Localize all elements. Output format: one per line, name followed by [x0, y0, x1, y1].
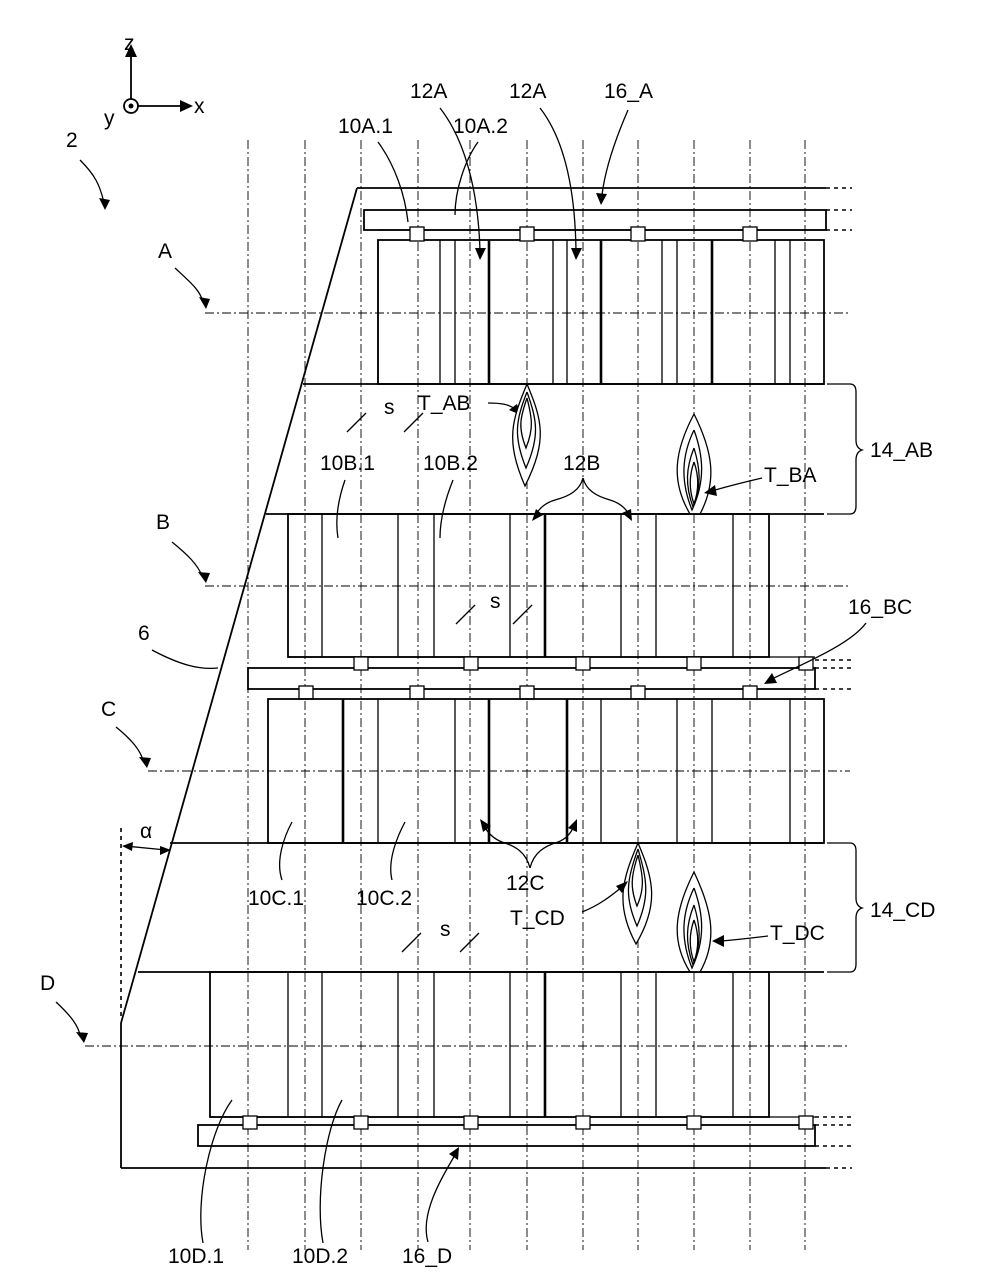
tier-A-label: A [158, 240, 172, 263]
label-TBA: T_BA [764, 464, 817, 487]
axis-x-label: x [194, 95, 205, 118]
label-10D1: 10D.1 [168, 1245, 224, 1268]
tier-center-lines [85, 313, 850, 1046]
label-10C2: 10C.2 [356, 887, 412, 910]
wall-6-label: 6 [138, 622, 150, 645]
support-bar-16D [198, 1125, 815, 1146]
wall-6: 6 [121, 188, 826, 1168]
clip-BC-bot-3 [520, 686, 534, 699]
clip-D1 [243, 1116, 257, 1129]
clip-D4 [576, 1116, 590, 1129]
angle-alpha-label: α [140, 820, 152, 843]
flame-TCD [623, 843, 652, 944]
clip-BC-bot-1 [299, 686, 313, 699]
clip-D6 [799, 1116, 813, 1129]
clip-D2 [354, 1116, 368, 1129]
clip-BC-bot-2 [410, 686, 424, 699]
tier-A-block [364, 210, 826, 384]
angle-alpha: α [121, 820, 171, 1020]
reference-numeral-2: 2 [66, 129, 110, 210]
label-10C1: 10C.1 [248, 887, 304, 910]
tier-B-modules [288, 514, 769, 657]
axis-y-label: y [104, 107, 115, 130]
label-14AB: 14_AB [870, 439, 933, 462]
label-12A-second: 12A [509, 80, 546, 103]
clip-BC-top-1 [354, 657, 368, 670]
clip-A4 [743, 227, 757, 241]
label-12A-first: 12A [410, 80, 447, 103]
spacing-s-CD: s [440, 918, 451, 941]
tier-B-block: s 10B.1 10B.2 12B [288, 452, 815, 657]
label-TAB: T_AB [418, 392, 471, 415]
label-10D2: 10D.2 [292, 1245, 348, 1268]
clip-BC-top-5 [799, 657, 813, 670]
label-10A2: 10A.2 [453, 115, 508, 138]
spacing-s-B: s [490, 590, 501, 613]
label-14CD: 14_CD [870, 899, 935, 922]
label-10B1: 10B.1 [320, 452, 375, 475]
tier-A-labels: 10A.1 10A.2 12A 12A 16_A [338, 80, 653, 260]
spacing-s-AB: s [384, 396, 395, 419]
clip-D3 [464, 1116, 478, 1129]
label-12C: 12C [506, 872, 545, 895]
clip-BC-bot-4 [631, 686, 645, 699]
clip-BC-bot-5 [743, 686, 757, 699]
tier-C-block: 10C.1 10C.2 12C [248, 699, 824, 910]
label-TCD: T_CD [510, 907, 565, 930]
support-bar-16BC: 16_BC [248, 596, 912, 699]
label-12B: 12B [563, 452, 600, 475]
clip-BC-top-2 [464, 657, 478, 670]
clip-A3 [631, 227, 645, 241]
tier-D-label: D [40, 972, 55, 995]
label-TDC: T_DC [770, 922, 825, 945]
tier-labels: A B C D [40, 240, 210, 1043]
clip-A1 [410, 227, 424, 241]
clip-BC-top-4 [687, 657, 701, 670]
clip-BC-top-3 [576, 657, 590, 670]
ref-2-label: 2 [66, 129, 78, 152]
label-16BC: 16_BC [848, 596, 912, 619]
tier-D-modules [210, 972, 769, 1117]
flame-TAB [513, 384, 541, 486]
label-10A1: 10A.1 [338, 115, 393, 138]
label-16A: 16_A [604, 80, 653, 103]
label-10B2: 10B.2 [423, 452, 478, 475]
zone-14AB: 14_AB s T_AB T_BA [266, 384, 933, 514]
label-16D: 16_D [402, 1245, 452, 1268]
tier-C-label: C [101, 698, 116, 721]
clip-D5 [687, 1116, 701, 1129]
coordinate-axes: z x y [104, 32, 205, 130]
flame-TBA [677, 414, 711, 514]
tier-D-block [198, 972, 815, 1146]
axis-z-label: z [124, 32, 135, 55]
clip-A2 [520, 227, 534, 241]
flame-TDC [677, 872, 711, 972]
tier-B-label: B [156, 511, 170, 534]
continuation-dashes [815, 188, 852, 1168]
